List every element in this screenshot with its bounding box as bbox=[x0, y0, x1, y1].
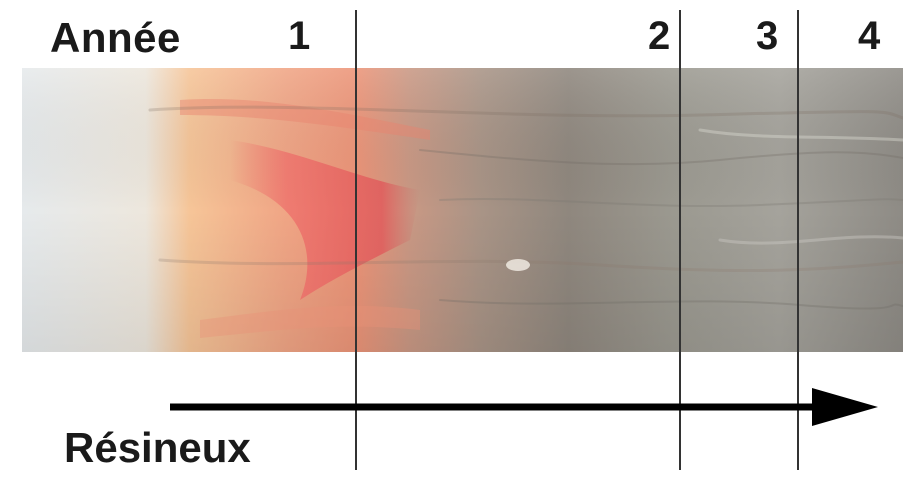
arrow-right-icon bbox=[170, 388, 878, 426]
year-label-4: 4 bbox=[858, 14, 880, 59]
year-label-1: 1 bbox=[288, 14, 310, 59]
year-label-3: 3 bbox=[756, 14, 778, 59]
year-label-2: 2 bbox=[648, 14, 670, 59]
year-heading: Année bbox=[50, 14, 181, 62]
wood-type-label: Résineux bbox=[64, 424, 251, 472]
wood-knot bbox=[506, 259, 530, 271]
